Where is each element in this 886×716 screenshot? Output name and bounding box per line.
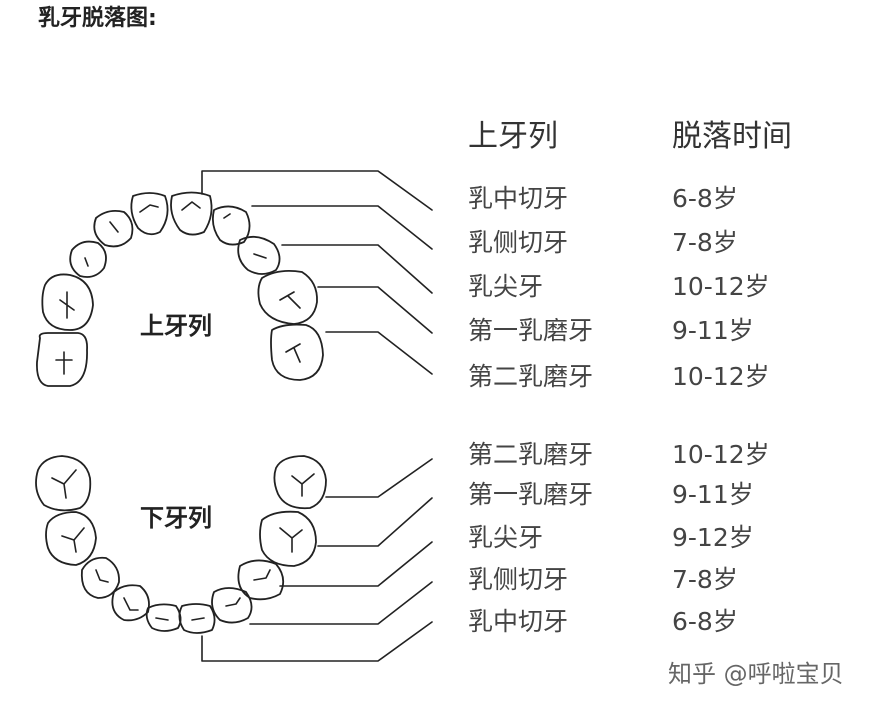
upper-tooth-left-molar-2 (36, 332, 88, 387)
upper-arch-label: 上牙列 (140, 312, 212, 340)
lower-row-tooth: 乳尖牙 (468, 523, 544, 552)
lower-tooth-left-canine (80, 556, 120, 599)
upper-tooth-right-canine (237, 235, 281, 275)
upper-row-tooth: 乳侧切牙 (468, 228, 569, 257)
column-header-tooth: 上牙列 (468, 119, 558, 154)
upper-row-tooth: 乳中切牙 (468, 184, 569, 213)
lower-tooth-right-central (178, 603, 216, 634)
lower-row-time: 9-12岁 (672, 523, 754, 552)
lower-row-time: 7-8岁 (672, 565, 738, 594)
upper-tooth-right-lateral (211, 205, 251, 246)
page-title: 乳牙脱落图: (38, 6, 157, 31)
upper-fissure-marks (55, 201, 301, 375)
lower-row-time: 10-12岁 (672, 440, 770, 469)
lower-row-time: 9-11岁 (672, 480, 754, 509)
upper-row-tooth: 第一乳磨牙 (468, 316, 594, 345)
column-header-time: 脱落时间 (672, 119, 792, 154)
upper-tooth-right-molar-1 (257, 269, 318, 325)
upper-row-tooth: 乳尖牙 (468, 272, 544, 301)
upper-row-tooth: 第二乳磨牙 (468, 362, 594, 391)
lower-tooth-left-molar-1 (45, 511, 97, 566)
lower-arch (35, 455, 327, 634)
lower-tooth-left-lateral (111, 584, 150, 622)
lower-row-tooth: 第二乳磨牙 (468, 440, 594, 469)
upper-tooth-right-central (170, 191, 213, 236)
lower-row-tooth: 乳侧切牙 (468, 565, 569, 594)
watermark: 知乎 @呼啦宝贝 (668, 660, 844, 688)
upper-leader-lines (201, 170, 433, 375)
lower-tooth-left-central (145, 603, 182, 632)
lower-tooth-right-molar-2 (273, 455, 327, 510)
upper-row-time: 7-8岁 (672, 228, 738, 257)
lower-leader-lines (201, 458, 433, 662)
lower-row-tooth: 第一乳磨牙 (468, 480, 594, 509)
lower-row-time: 6-8岁 (672, 607, 738, 636)
upper-row-time: 10-12岁 (672, 362, 770, 391)
upper-tooth-left-canine (69, 240, 107, 278)
upper-row-time: 10-12岁 (672, 272, 770, 301)
lower-tooth-left-molar-2 (35, 455, 92, 512)
lower-tooth-right-molar-1 (259, 510, 317, 567)
upper-tooth-right-molar-2 (270, 323, 324, 381)
lower-row-tooth: 乳中切牙 (468, 607, 569, 636)
upper-arch (36, 191, 324, 387)
upper-tooth-left-central (130, 192, 169, 236)
lower-tooth-right-lateral (211, 587, 253, 624)
upper-row-time: 6-8岁 (672, 184, 738, 213)
lower-arch-label: 下牙列 (140, 504, 212, 532)
upper-tooth-left-molar-1 (41, 273, 94, 331)
upper-tooth-left-lateral (93, 209, 134, 248)
lower-fissure-marks (51, 469, 315, 621)
lower-tooth-right-canine (237, 559, 285, 601)
upper-row-time: 9-11岁 (672, 316, 754, 345)
